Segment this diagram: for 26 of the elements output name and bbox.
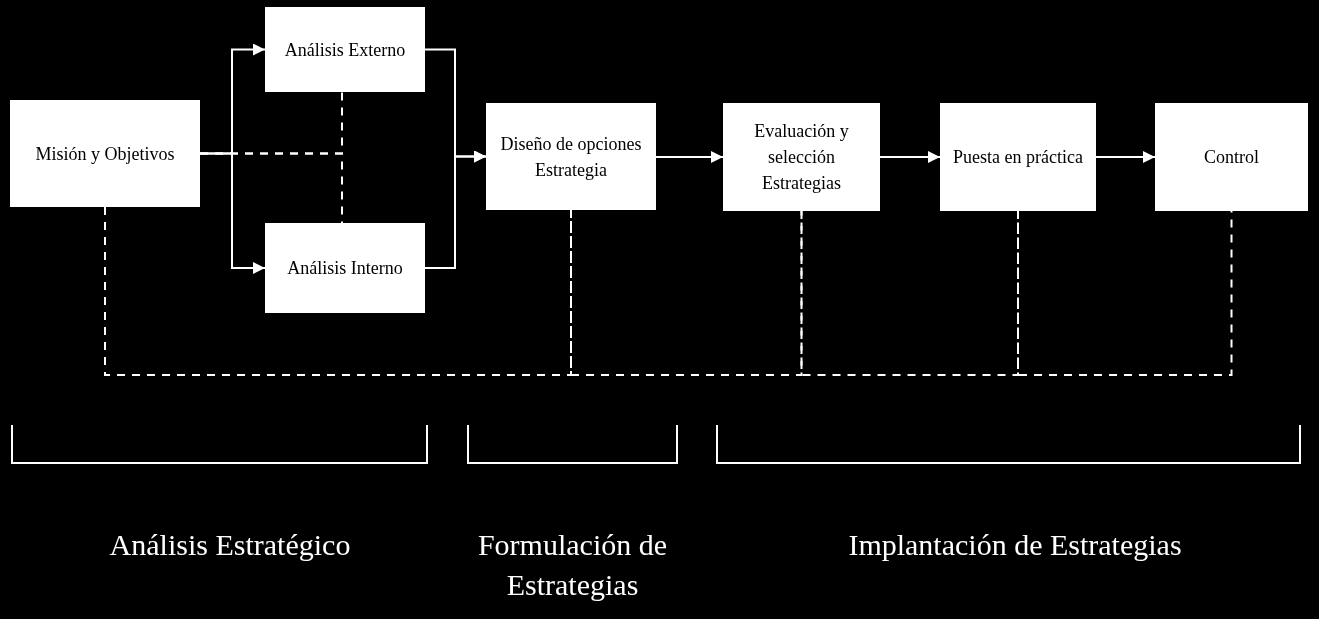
box-label: Análisis Interno [287,257,403,280]
process-box [265,7,425,92]
phase-label: Implantación de Estrategias [847,527,1183,563]
arrow [655,151,724,163]
dashed-connector [570,209,803,376]
box-label: Misión y Objetivos [35,142,175,166]
arrow [424,150,487,269]
box-label: Puesta en práctica [953,146,1083,169]
phase-label: Formulación de Estrategias [476,527,669,603]
process-box [1155,103,1308,211]
dashed-connector [1017,210,1233,376]
process-box [723,103,880,211]
arrow [1095,151,1156,163]
box-label: Análisis Externo [284,38,406,62]
dashed-connector [199,152,343,224]
box-label: Diseño de opciones Estrategia [499,132,643,182]
phase-label: Análisis Estratégico [108,527,352,563]
dashed-connector [104,206,572,376]
box-label: Control [1204,146,1259,169]
process-box [940,103,1096,211]
process-box [10,100,200,207]
process-box [486,103,656,210]
process-box [265,223,425,313]
dashed-connector [800,210,1019,376]
box-label: Evaluación y selección Estrategias [753,120,850,195]
arrow [879,151,941,163]
